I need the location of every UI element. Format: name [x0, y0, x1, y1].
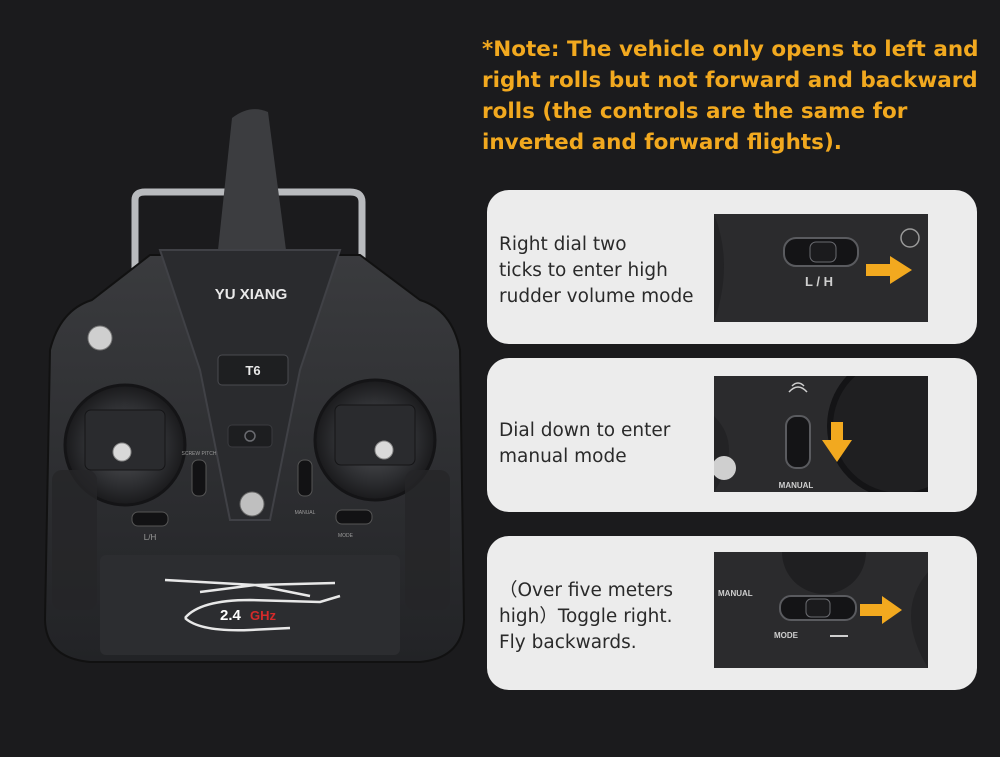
card-3-image-label: MODE — [774, 631, 799, 640]
instruction-card-3: （Over five meters high）Toggle right. Fly… — [487, 536, 977, 690]
antenna — [218, 109, 286, 250]
card-3-image-label-top: MANUAL — [718, 589, 753, 598]
instruction-card-1: Right dial two ticks to enter high rudde… — [487, 190, 977, 344]
switch-lh-label: L/H — [144, 533, 157, 542]
card-2-image-label: MANUAL — [779, 481, 814, 490]
card-3-text: （Over five meters high）Toggle right. Fly… — [499, 580, 674, 653]
arrow-down-icon — [822, 422, 852, 462]
card-1-text: Right dial two ticks to enter high rudde… — [499, 234, 694, 307]
manual-label: MANUAL — [295, 510, 316, 516]
remote-controller-image: YU XIANG T6 2.4 GHz L/H SCREW PITCH MANU… — [40, 100, 480, 684]
instruction-card-2: Dial down to enter manual mode MANUAL — [487, 358, 977, 512]
remote-model: T6 — [245, 363, 260, 378]
card-1-image-label: L / H — [805, 274, 833, 289]
card-1-image: L / H — [714, 214, 928, 322]
arrow-right-icon — [860, 596, 902, 624]
band-number: 2.4 — [220, 607, 242, 624]
mode-label: MODE — [338, 533, 354, 539]
band-unit: GHz — [250, 608, 277, 623]
card-2-text: Dial down to enter manual mode — [499, 420, 671, 467]
screw-pitch-label: SCREW PITCH — [182, 451, 217, 457]
card-2-image: MANUAL — [714, 376, 928, 492]
note-text: *Note: The vehicle only opens to left an… — [482, 37, 979, 155]
arrow-right-icon — [866, 256, 912, 284]
helicopter-drawing — [164, 578, 341, 632]
card-3-image: MANUAL MODE — [714, 552, 928, 668]
remote-brand: YU XIANG — [215, 286, 288, 303]
